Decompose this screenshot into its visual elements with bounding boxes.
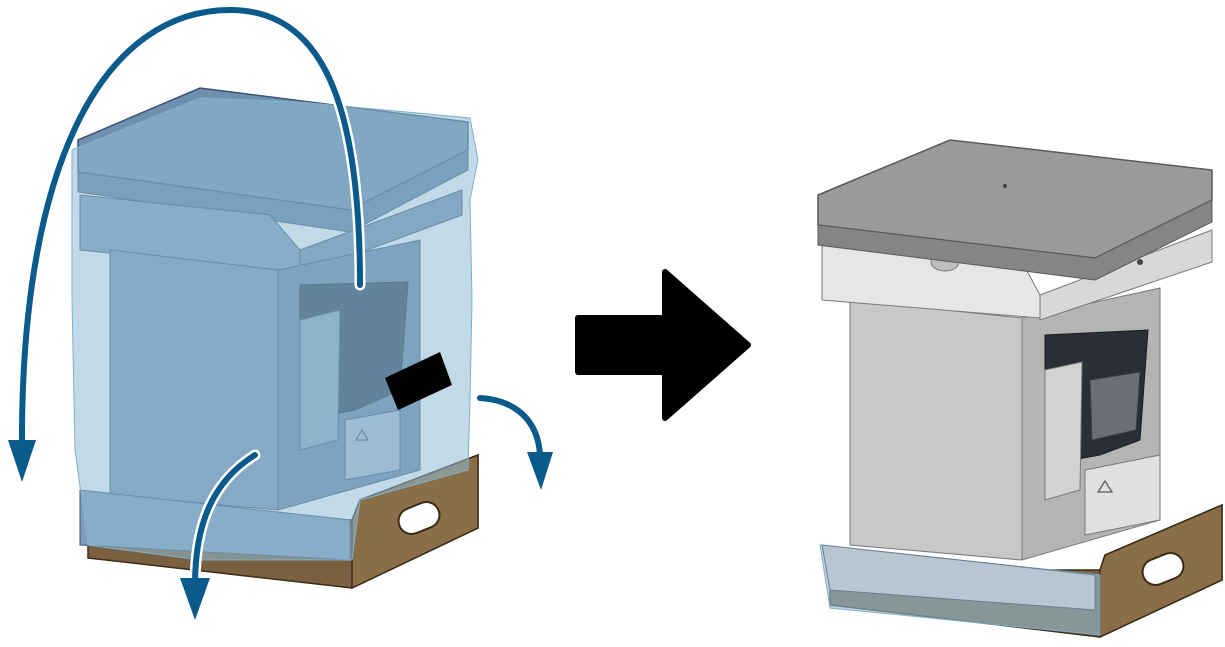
after-panel: [817, 139, 1223, 639]
arrow-head-right: [527, 452, 553, 490]
transition-arrow-icon: [575, 269, 751, 421]
arrow-down-right: [477, 395, 543, 458]
arrow-head-left: [8, 440, 36, 482]
handle-cutout-icon: [397, 501, 441, 535]
tape-icon: [385, 352, 452, 410]
before-panel: [8, 4, 553, 620]
recycle-symbol-icon-right: [1096, 479, 1114, 493]
arrow-head-front: [180, 578, 210, 620]
unit-body-after: [849, 299, 1023, 561]
plastic-bag: [71, 97, 479, 561]
handle-cutout-icon-right: [1141, 552, 1185, 586]
